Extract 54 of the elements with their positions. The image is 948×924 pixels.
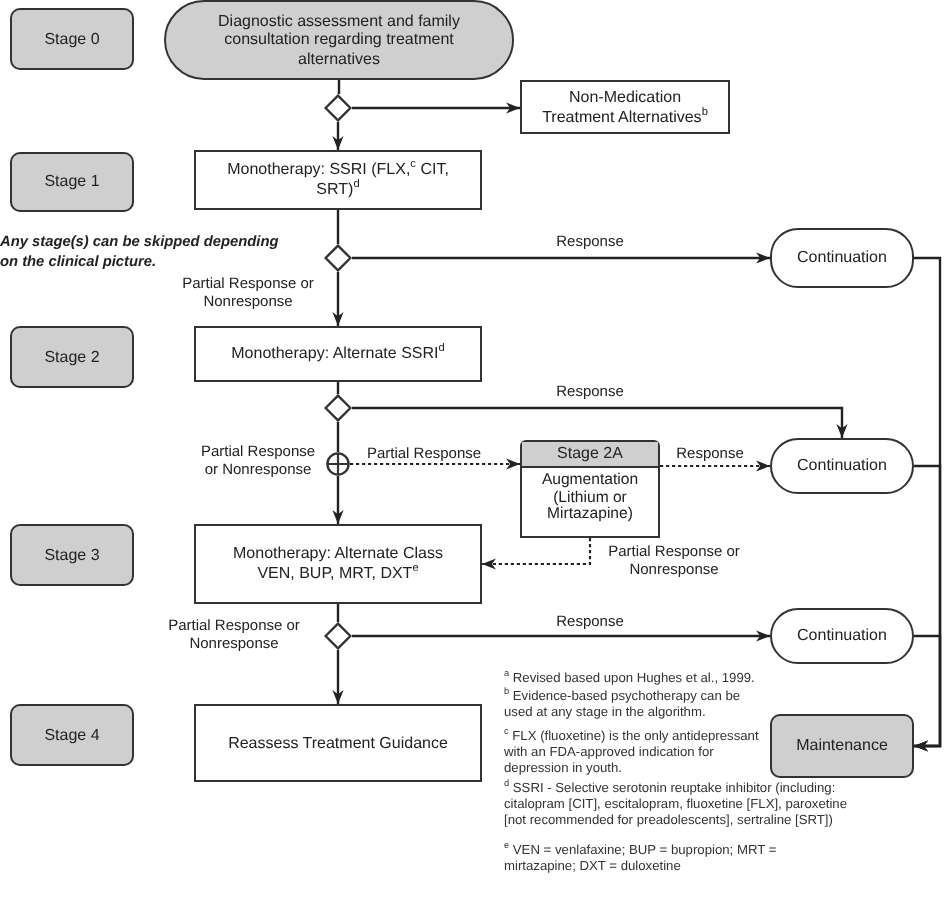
augmentation-box xyxy=(520,440,660,538)
box-text: Continuation xyxy=(795,456,889,476)
continuation-box xyxy=(770,608,914,664)
continuation-box xyxy=(770,438,914,494)
arrow xyxy=(332,272,344,326)
process-box xyxy=(520,80,730,134)
box-text: Stage 4 xyxy=(42,725,102,745)
box-text: Diagnostic assessment and family consultation regarding treatment alternatives xyxy=(216,11,462,69)
connector-line xyxy=(337,80,341,94)
arrow xyxy=(332,476,344,524)
box-text: Stage 1 xyxy=(42,172,102,192)
stage-box xyxy=(10,8,134,70)
box-text: Stage 3 xyxy=(42,545,102,565)
start-terminal xyxy=(164,0,514,80)
connector-line xyxy=(336,382,340,394)
arrow xyxy=(352,102,520,114)
box-text: Monotherapy: Alternate Class VEN, BUP, MRT, DXT$^{e}$ xyxy=(231,544,445,584)
stage-box xyxy=(10,524,134,586)
stage-header: Stage 2A xyxy=(522,442,658,468)
process-box xyxy=(194,326,482,382)
arrow xyxy=(352,630,770,642)
box-text: Continuation xyxy=(795,626,889,646)
connector-line xyxy=(336,604,340,622)
junction-circle xyxy=(326,452,350,476)
box-text: Stage 0 xyxy=(42,29,102,49)
arrow xyxy=(352,252,770,264)
arrow xyxy=(350,458,520,470)
arrow xyxy=(660,460,770,472)
process-box xyxy=(194,150,482,210)
arrow xyxy=(332,650,344,704)
box-text: Non-Medication Treatment Alternatives$^{b}$ xyxy=(540,87,710,127)
arrow xyxy=(352,406,848,438)
stage-box xyxy=(10,326,134,388)
box-text: Monotherapy: SSRI (FLX,$^{c}$ CIT, SRT)$^{d}$ xyxy=(225,160,451,200)
process-box xyxy=(194,524,482,604)
stage-box xyxy=(10,152,134,212)
stage-box xyxy=(10,704,134,766)
box-text: Monotherapy: Alternate SSRI$^{d}$ xyxy=(229,344,447,364)
box-text: Stage 2 xyxy=(42,347,102,367)
process-box xyxy=(194,704,482,782)
arrow xyxy=(332,122,344,150)
connector-line xyxy=(336,422,340,452)
decision-diamond xyxy=(324,94,352,122)
box-text: Maintenance xyxy=(794,736,890,756)
box-text: Reassess Treatment Guidance xyxy=(226,733,450,753)
arrow xyxy=(482,538,592,570)
continuation-box xyxy=(770,228,914,288)
decision-diamond xyxy=(324,622,352,650)
box-text: Continuation xyxy=(795,248,889,268)
decision-diamond xyxy=(324,244,352,272)
maintenance-box xyxy=(770,714,914,778)
arrow xyxy=(914,634,942,752)
decision-diamond xyxy=(324,394,352,422)
connector-line xyxy=(336,210,340,244)
